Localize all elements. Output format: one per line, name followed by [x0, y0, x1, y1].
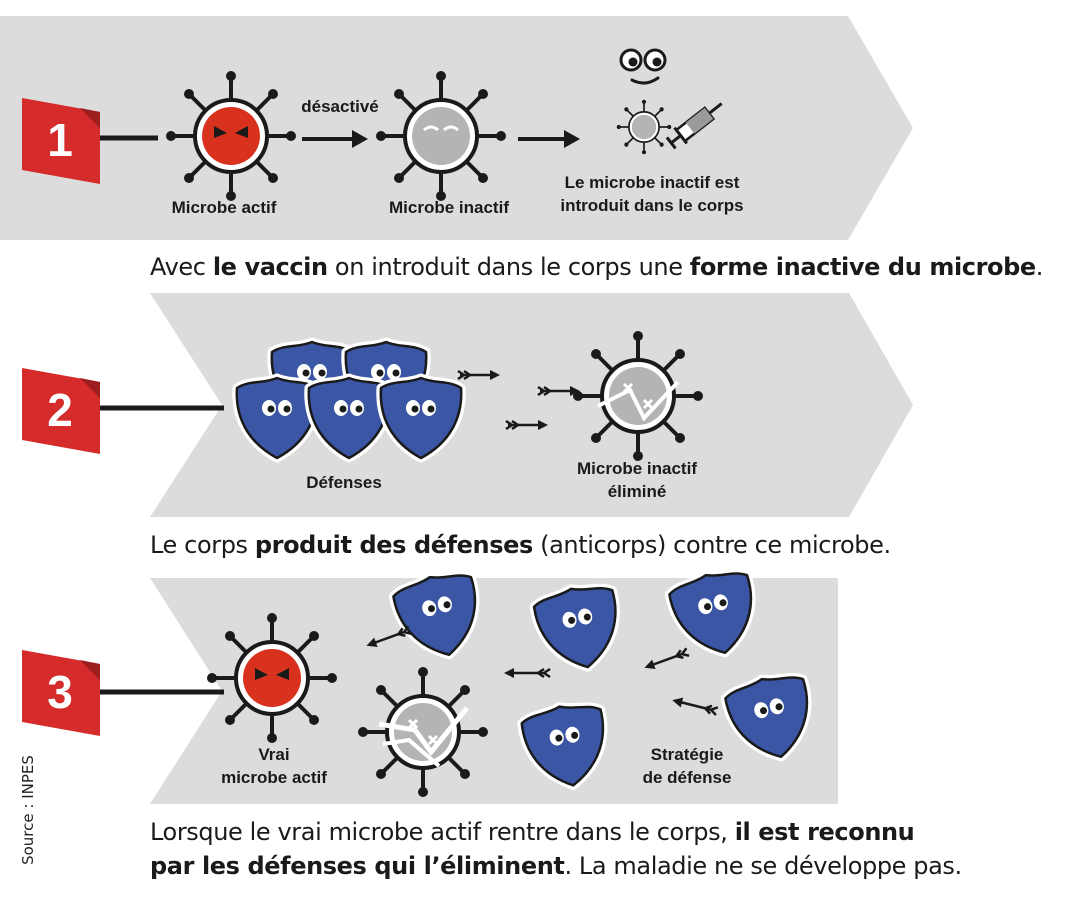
caption-bold: le vaccin [212, 253, 328, 281]
label-strategy-line2: de défense [643, 768, 732, 787]
caption-text: on introduit dans le corps une [327, 253, 690, 281]
step-2-caption: Le corps produit des défenses (anticorps… [150, 528, 891, 562]
caption-text: (anticorps) contre ce microbe. [532, 531, 891, 559]
label-deactivated: désactivé [301, 97, 379, 116]
label-real-line2: microbe actif [221, 768, 327, 787]
step-2-number: 2 [47, 384, 73, 436]
label-introduced-line2: introduit dans le corps [560, 196, 743, 215]
caption-text: . La maladie ne se développe pas. [564, 852, 962, 880]
label-strategy-line1: Stratégie [651, 745, 724, 764]
label-defenses: Défenses [306, 473, 382, 492]
step-1-number: 1 [47, 114, 73, 166]
small-inactive-microbe-icon [615, 98, 673, 156]
attack-arrows-icon [366, 625, 719, 716]
antibody-arrows-icon [457, 369, 580, 431]
label-introduced-line1: Le microbe inactif est [565, 173, 740, 192]
label-real-line1: Vrai [258, 745, 289, 764]
arrow-introduce-icon [518, 130, 580, 148]
label-inactive-microbe: Microbe inactif [389, 198, 509, 217]
inactive-microbe-icon [374, 69, 508, 203]
caption-text: Lorsque le vrai microbe actif rentre dan… [150, 818, 735, 846]
arrow-deactivate-icon [302, 130, 368, 148]
step-1-caption: Avec le vaccin on introduit dans le corp… [150, 250, 1043, 284]
defenses-shields-group [237, 342, 461, 458]
label-eliminated-line1: Microbe inactif [577, 459, 697, 478]
happy-face-icon [619, 48, 667, 85]
caption-text: . [1035, 253, 1044, 281]
source-credit: Source : INPES [19, 755, 37, 865]
caption-bold: par les défenses qui l’éliminent [150, 852, 565, 880]
label-eliminated-line2: éliminé [608, 482, 667, 501]
caption-bold: produit des défenses [254, 531, 533, 559]
active-microbe-icon [164, 69, 298, 203]
caption-bold: il est reconnu [734, 818, 915, 846]
step-3-number: 3 [47, 666, 73, 718]
caption-bold: forme inactive du microbe [689, 253, 1036, 281]
eliminated-microbe-icon [571, 329, 705, 463]
syringe-icon [665, 102, 723, 150]
caption-text: Avec [150, 253, 213, 281]
crossed-microbe-icon [356, 665, 490, 799]
real-active-microbe-icon [205, 611, 339, 745]
label-active-microbe: Microbe actif [172, 198, 277, 217]
step-3-band [150, 578, 838, 804]
caption-text: Le corps [150, 531, 255, 559]
step-3-caption: Lorsque le vrai microbe actif rentre dan… [150, 815, 962, 883]
